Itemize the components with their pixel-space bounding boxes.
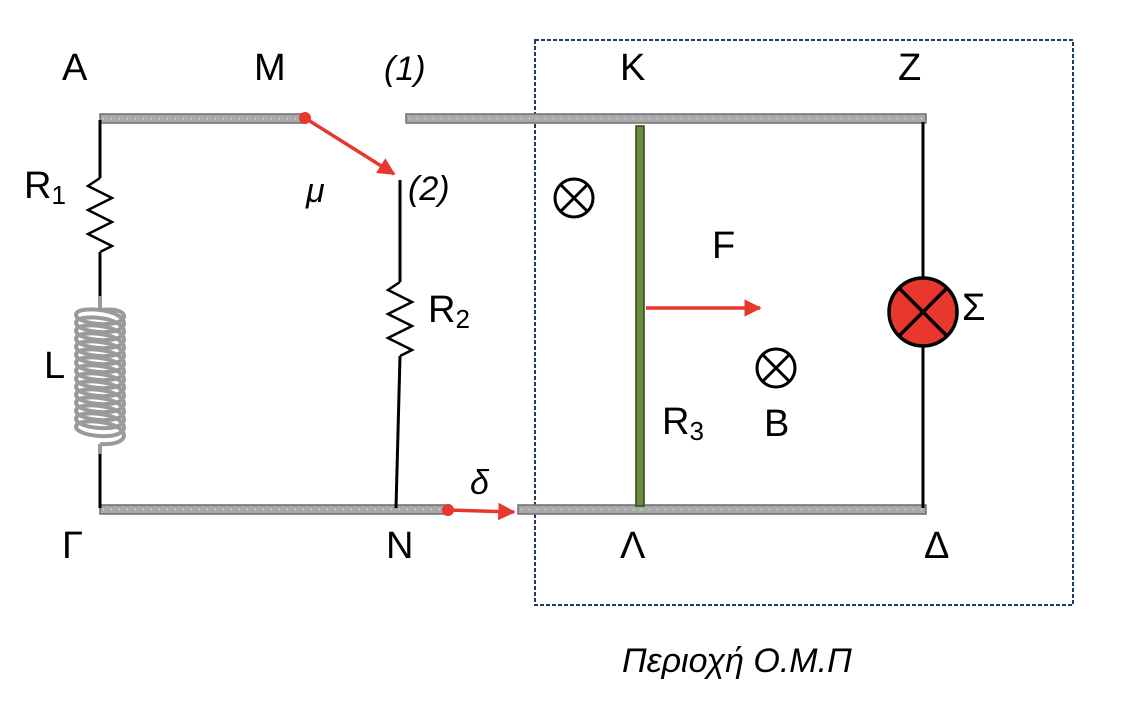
switch-pivot-n[interactable] — [442, 504, 454, 516]
label-point-d: Δ — [924, 525, 949, 567]
label-mu: μ — [305, 172, 325, 210]
label-position-1: (1) — [384, 50, 426, 88]
label-point-a: Α — [62, 47, 88, 89]
conducting-bar-r3[interactable] — [635, 125, 645, 507]
label-point-n: Ν — [386, 525, 413, 567]
circle-cross-icon — [755, 347, 797, 389]
label-r3: R3 — [662, 401, 704, 446]
label-r2: R2 — [428, 289, 470, 334]
switch-arrow-delta[interactable] — [447, 502, 516, 521]
rail-top-right — [405, 113, 927, 124]
rail-top-left — [99, 113, 306, 124]
label-point-m: Μ — [254, 47, 286, 89]
switch-arrow-mu[interactable] — [304, 116, 396, 176]
label-point-l: Λ — [620, 525, 646, 567]
label-lamp-sigma: Σ — [962, 287, 986, 329]
label-point-k: Κ — [620, 47, 645, 89]
label-force: F — [712, 225, 735, 267]
coil-icon — [74, 296, 126, 454]
label-point-z: Ζ — [898, 47, 921, 89]
resistor-r1 — [85, 176, 115, 254]
resistor-r2 — [385, 280, 415, 358]
magnetic-field-region — [534, 39, 1074, 606]
lamp-icon — [887, 276, 959, 348]
label-position-2: (2) — [408, 170, 450, 208]
wire-r2-bottom — [394, 355, 402, 509]
rail-bottom-right — [517, 504, 927, 515]
region-caption: Περιοχή Ο.Μ.Π — [622, 642, 852, 680]
label-point-g: Γ — [62, 525, 83, 567]
label-delta: δ — [470, 464, 490, 502]
switch-pivot-m[interactable] — [299, 112, 311, 124]
circle-cross-icon — [553, 177, 595, 219]
label-r1: R1 — [24, 165, 66, 210]
label-field-b: B — [764, 403, 789, 445]
label-inductor-l: L — [44, 345, 65, 387]
